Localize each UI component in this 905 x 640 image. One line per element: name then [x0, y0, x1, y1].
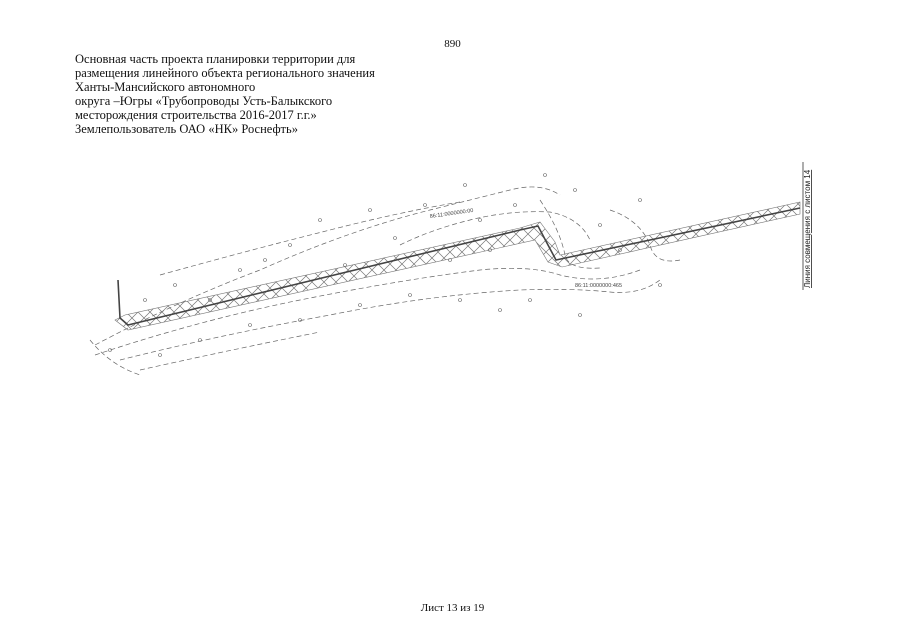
header-line-6: Землепользователь ОАО «НК» Роснефть» [75, 122, 298, 136]
boundary-lines [89, 186, 681, 376]
header-line-3: Ханты-Мансийского автономного [75, 80, 256, 94]
header-line-5: месторождения строительства 2016-2017 г.… [75, 108, 317, 122]
header-line-1: Основная часть проекта планировки террит… [75, 52, 356, 66]
territory-plan-drawing: 86:11:0000000:00 86:11:0000000:465 Линия… [89, 162, 812, 376]
header-line-4: округа –Югры «Трубопроводы Усть-Балыкско… [75, 94, 333, 108]
page-number: 890 [444, 38, 461, 50]
point-label-2: 86:11:0000000:465 [575, 283, 622, 289]
point-label-1: 86:11:0000000:00 [429, 208, 473, 220]
document-header: Основная часть проекта планировки террит… [75, 52, 435, 136]
sheet-footer: Лист 13 из 19 [420, 602, 485, 614]
pipeline-corridor [114, 201, 801, 331]
match-line-label: Линия совмещения с листом 14 [803, 169, 812, 288]
pipeline-axis [117, 207, 801, 326]
header-line-2: размещения линейного объекта регионально… [75, 66, 375, 80]
survey-points [108, 173, 662, 357]
